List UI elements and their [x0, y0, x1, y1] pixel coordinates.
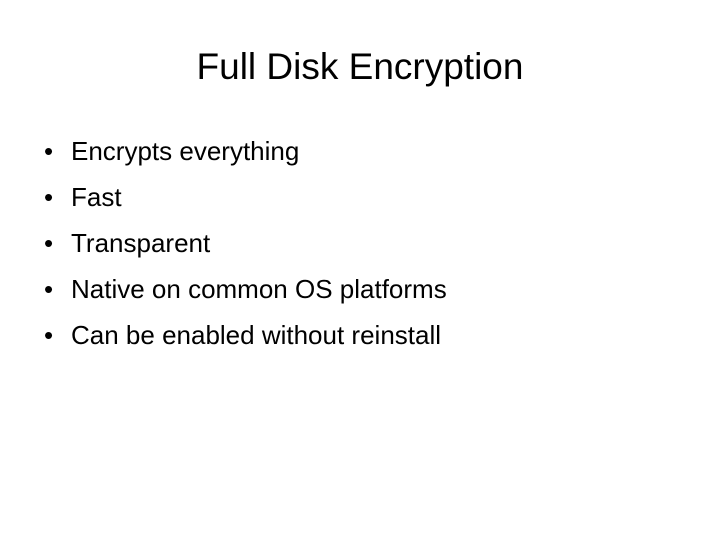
bullet-text: Native on common OS platforms: [71, 274, 447, 304]
bullet-marker: •: [44, 182, 54, 212]
bullet-marker: •: [44, 228, 54, 258]
bullet-text: Fast: [71, 182, 122, 212]
bullet-item: • Encrypts everything: [44, 128, 684, 174]
bullet-item: • Transparent: [44, 220, 684, 266]
bullet-item: • Fast: [44, 174, 684, 220]
slide-title: Full Disk Encryption: [196, 46, 524, 87]
bullet-item: • Native on common OS platforms: [44, 266, 684, 312]
bullet-marker: •: [44, 136, 54, 166]
bullet-list: • Encrypts everything • Fast • Transpare…: [44, 128, 684, 358]
bullet-marker: •: [44, 274, 54, 304]
bullet-text: Can be enabled without reinstall: [71, 320, 442, 350]
bullet-text: Encrypts everything: [71, 136, 300, 166]
bullet-item: • Can be enabled without reinstall: [44, 312, 684, 358]
bullet-text: Transparent: [71, 228, 211, 258]
bullet-marker: •: [44, 320, 54, 350]
